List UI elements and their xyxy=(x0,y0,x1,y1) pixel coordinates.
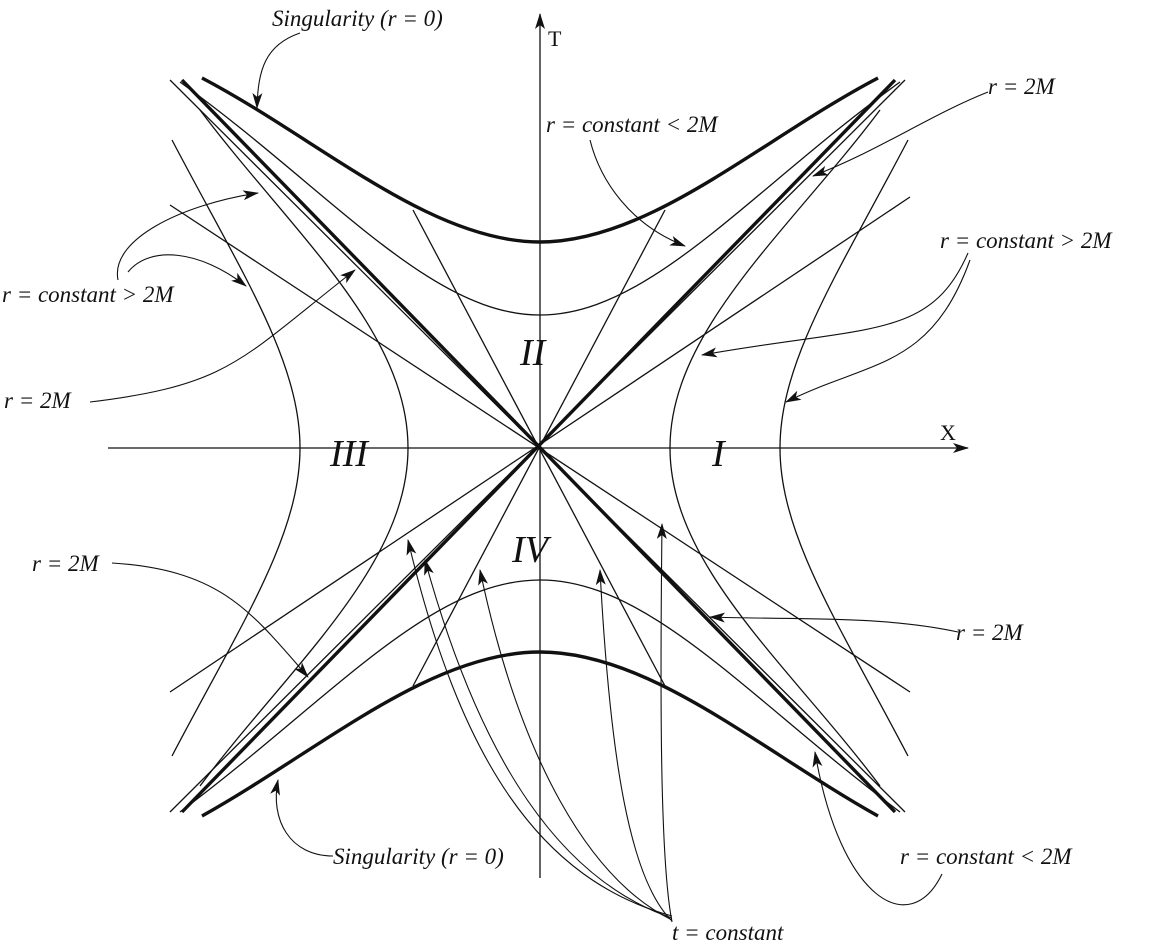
leader-singularity-top xyxy=(252,32,301,109)
t-axis-label: T xyxy=(548,26,562,51)
leader-r-const-gt-right-b xyxy=(785,259,971,403)
singularity-bottom-curve xyxy=(201,650,879,818)
r2m-left-label: r = 2M xyxy=(4,388,72,413)
r2m-top-right-label: r = 2M xyxy=(988,74,1056,99)
leader-r2m-left xyxy=(89,269,356,403)
leader-r2m-top-right xyxy=(812,91,989,177)
leader-t-const-2 xyxy=(424,559,673,919)
r-const-lt-top-label: r = constant < 2M xyxy=(546,112,719,137)
r-const-gt-right-inner xyxy=(669,109,881,787)
r2m-bottom-right-label: r = 2M xyxy=(956,620,1024,645)
r2m-bottom-left-label: r = 2M xyxy=(32,551,100,576)
leader-r-const-gt-left-b xyxy=(127,254,247,287)
r-const-lt-top-curve xyxy=(179,81,901,316)
leader-r2m-bottom-left xyxy=(111,562,309,678)
leader-r-const-lt-bottom xyxy=(812,751,943,906)
r-const-lt-bottom-label: r = constant < 2M xyxy=(900,844,1073,869)
r-const-gt-right-label: r = constant > 2M xyxy=(940,228,1113,253)
leader-t-const-3 xyxy=(478,569,673,921)
r-const-gt-right-outer xyxy=(779,139,909,757)
singularity-top-curve xyxy=(201,76,879,244)
leader-r-const-gt-right-a xyxy=(701,252,969,358)
singularity-bottom-label: Singularity (r = 0) xyxy=(333,844,504,869)
leader-t-const-1 xyxy=(406,539,673,917)
t-const-line-2 xyxy=(169,196,911,693)
r-const-gt-left-inner xyxy=(199,109,409,787)
leader-r-const-gt-left-a xyxy=(116,190,259,281)
leader-r-const-lt-top xyxy=(589,139,686,247)
region-ii-label: II xyxy=(519,332,548,374)
t-constant-label: t = constant xyxy=(672,920,784,945)
t-const-line-4 xyxy=(412,209,666,687)
leader-t-const-5 xyxy=(656,523,673,923)
leader-t-const-4 xyxy=(595,569,673,922)
region-i-label: I xyxy=(711,433,727,475)
region-iv-label: IV xyxy=(511,529,552,571)
region-iii-label: III xyxy=(329,433,370,475)
leader-singularity-bottom xyxy=(270,779,334,857)
singularity-top-label: Singularity (r = 0) xyxy=(272,6,443,31)
leader-r2m-bottom-right xyxy=(709,612,959,633)
r-const-lt-bottom-curve xyxy=(179,579,901,813)
r-const-gt-left-outer xyxy=(171,139,301,757)
r-const-gt-left-label: r = constant > 2M xyxy=(2,282,175,307)
x-axis-label: X xyxy=(940,420,956,445)
